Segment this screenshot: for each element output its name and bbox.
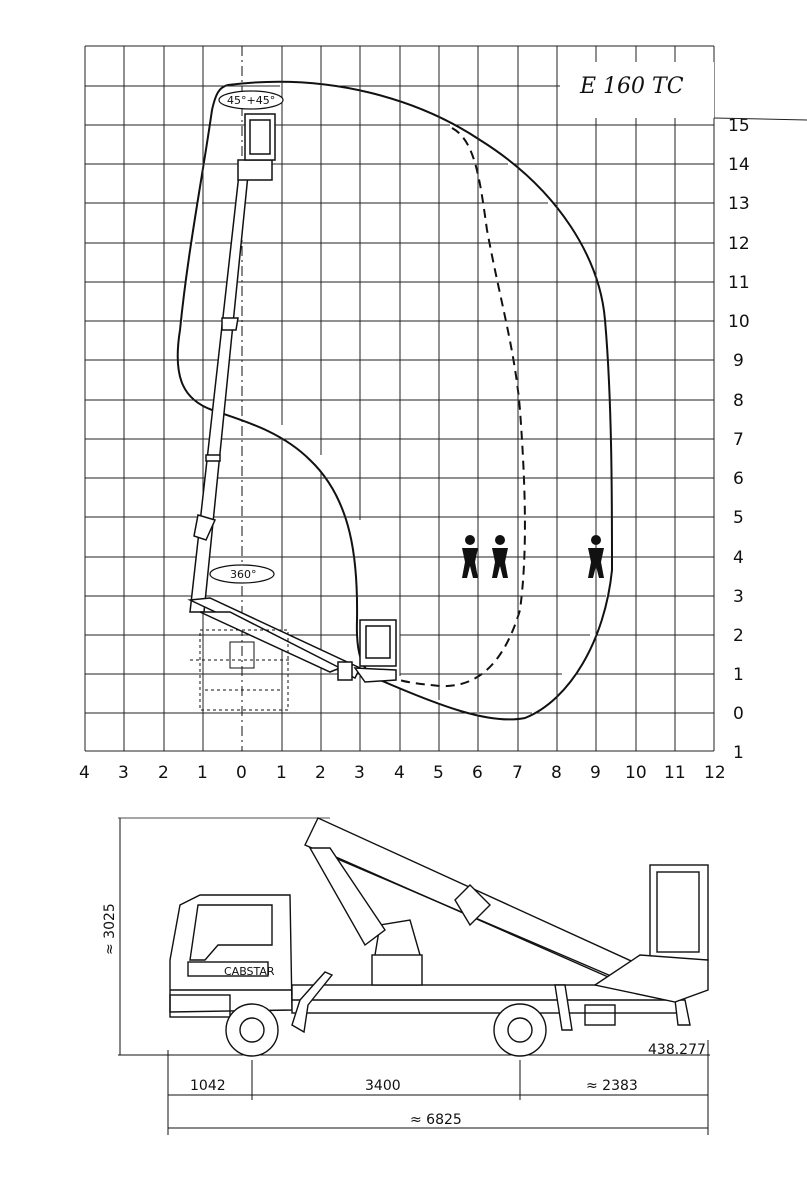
y-tick: 8 (733, 391, 744, 411)
x-tick: 3 (354, 763, 365, 783)
y-tick: 6 (733, 469, 744, 489)
person-figures (462, 535, 604, 578)
x-tick: 11 (664, 763, 686, 783)
person-icon (492, 535, 508, 578)
y-tick: 12 (728, 234, 750, 254)
person-icon (462, 535, 478, 578)
y-tick: 10 (728, 312, 750, 332)
x-tick: 2 (158, 763, 169, 783)
x-axis-labels: 4 3 2 1 0 1 2 3 4 5 6 7 8 9 10 11 12 (79, 763, 726, 783)
y-tick: 15 (728, 116, 750, 136)
vehicle-outline-chart (190, 629, 290, 711)
dim-total-length: ≈ 6825 (410, 1112, 462, 1128)
cab-badge: CABSTAR (224, 965, 275, 978)
boom-vertical (189, 113, 276, 613)
x-tick: 12 (704, 763, 726, 783)
y-tick: 1 (733, 743, 744, 763)
turret-rotation-marker: 360° (209, 564, 275, 584)
y-tick: 5 (733, 508, 744, 528)
y-tick: 11 (728, 273, 750, 293)
y-tick: 2 (733, 626, 744, 646)
x-tick: 2 (315, 763, 326, 783)
dim-front-overhang: 1042 (190, 1078, 226, 1094)
x-tick: 6 (472, 763, 483, 783)
x-tick: 5 (433, 763, 444, 783)
boom-horizontal (187, 597, 397, 683)
x-tick: 7 (512, 763, 523, 783)
inner-grid (178, 78, 612, 718)
y-tick: 0 (733, 704, 744, 724)
y-tick: 1 (733, 665, 744, 685)
x-tick: 8 (551, 763, 562, 783)
y-tick: 3 (733, 587, 744, 607)
dim-rear-overhang: ≈ 2383 (586, 1078, 638, 1094)
y-tick: 14 (728, 155, 750, 175)
model-label: E 160 TC (579, 74, 684, 99)
working-envelope-limited (399, 127, 526, 688)
truck-dimensions (167, 1040, 709, 1135)
y-axis-labels: 15 14 13 12 11 10 9 8 7 6 5 4 3 2 1 0 1 (728, 116, 750, 763)
person-icon (588, 535, 604, 578)
dim-wheelbase: 3400 (365, 1078, 401, 1094)
x-tick: 4 (394, 763, 405, 783)
x-tick: 9 (590, 763, 601, 783)
x-tick: 1 (276, 763, 287, 783)
y-tick: 4 (733, 548, 744, 568)
y-tick: 9 (733, 351, 744, 371)
x-tick: 1 (197, 763, 208, 783)
basket-rotation-label: 45°+45° (227, 94, 275, 107)
y-tick: 13 (728, 194, 750, 214)
height-dimension-label: ≈ 3025 (102, 903, 118, 955)
basket-rotation-marker: 45°+45° (218, 90, 284, 110)
x-tick: 4 (79, 763, 90, 783)
label-lead-line (713, 117, 807, 121)
x-tick: 0 (236, 763, 247, 783)
y-tick: 7 (733, 430, 744, 450)
x-tick: 3 (118, 763, 129, 783)
drawing-number: 438.277 (648, 1042, 706, 1058)
x-tick: 10 (625, 763, 647, 783)
truck-side-view (118, 817, 710, 1057)
turret-rotation-label: 360° (230, 568, 257, 581)
model-label-bg (560, 62, 714, 118)
